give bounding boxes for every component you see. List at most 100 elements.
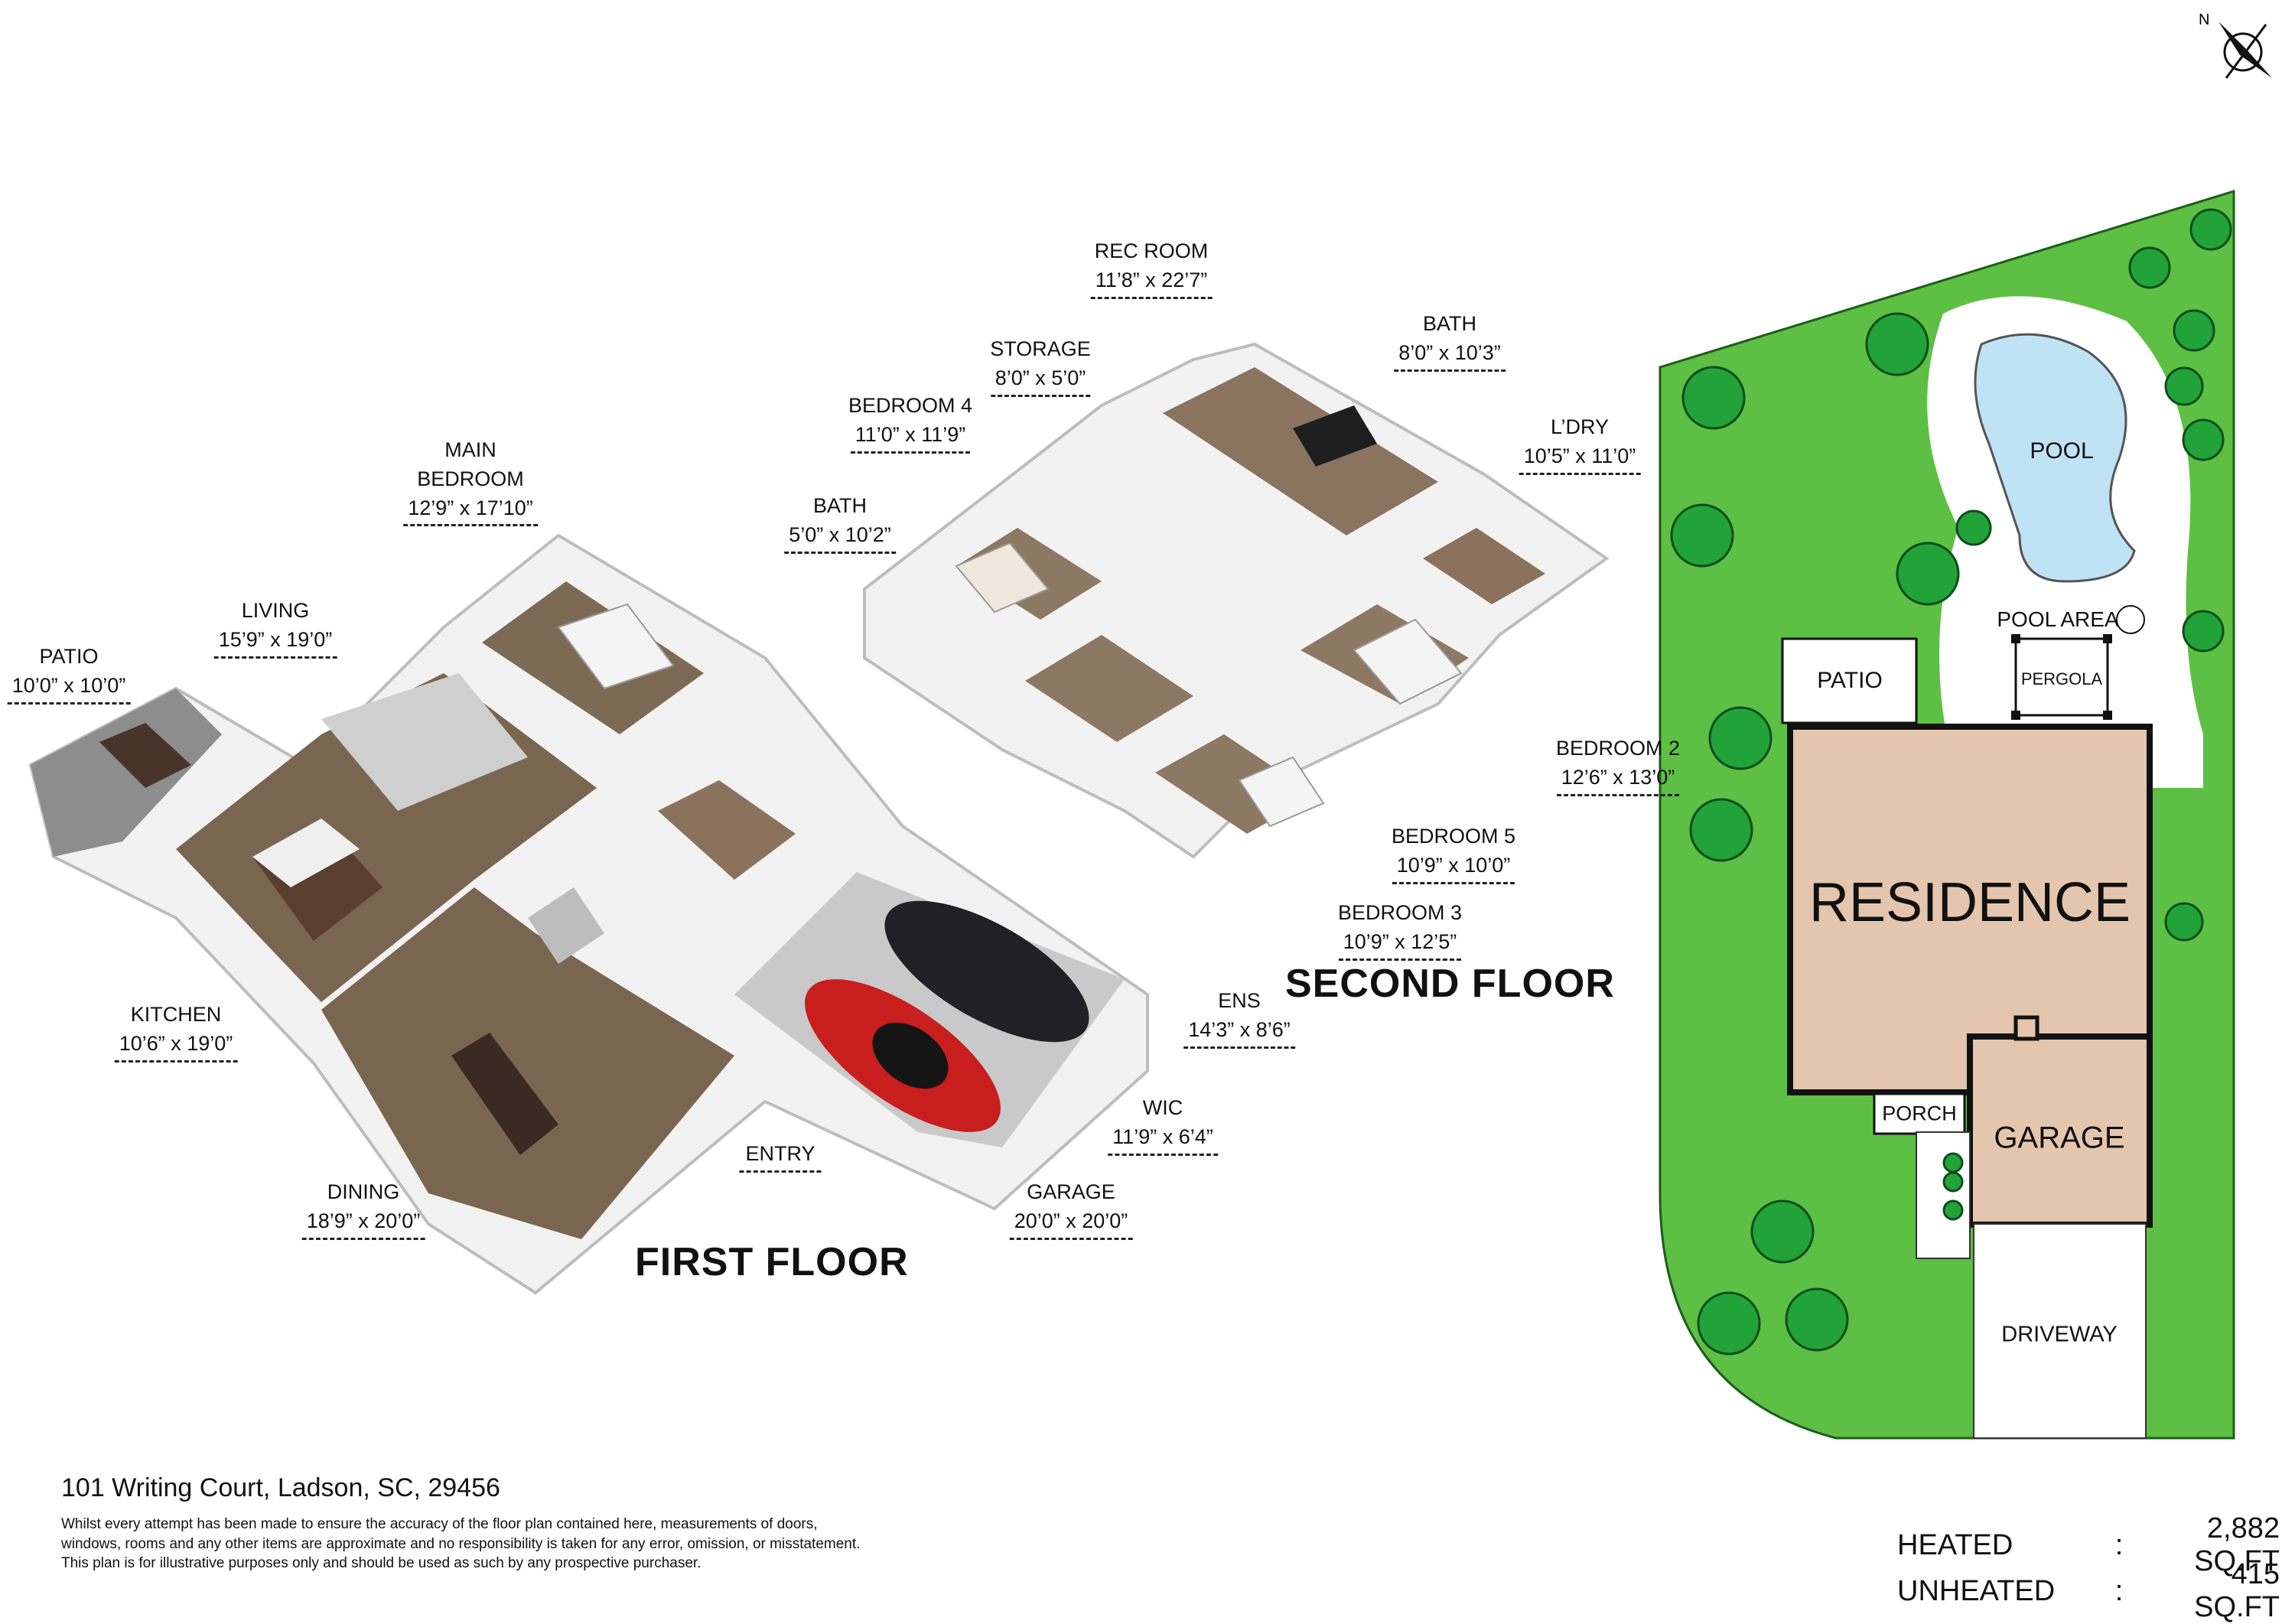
tree-icon [2182,610,2225,653]
room-dimensions: 11’0” x 11’9” [850,421,971,454]
area-summary: HEATED : 2,882 SQ.FT UNHEATED : 415 SQ.F… [1897,1512,2280,1623]
room-name: GARAGE [1027,1180,1115,1203]
dining-floor [321,887,734,1239]
living-sofa [321,673,528,811]
tree-icon [1896,542,1960,606]
room-name: ENTRY [739,1140,822,1173]
tree-icon [1697,1291,1761,1356]
room-dimensions: 11’9” x 6’4” [1108,1123,1218,1156]
area-row-unheated: UNHEATED : 415 SQ.FT [1897,1558,2280,1623]
site-pergola [2014,637,2109,717]
site-label: GARAGE [1994,1121,2125,1155]
room-name: BEDROOM 4 [848,394,973,417]
compass-north-label: N [2199,11,2209,28]
tree-icon [1750,1199,1815,1264]
room-name: KITCHEN [130,1003,222,1026]
garage-car-black [884,900,1089,1043]
room-dimensions: 8’0” x 10’3” [1394,339,1506,372]
room-label: BEDROOM 2 12’6” x 13’0” [1556,734,1680,796]
disclaimer-line: Whilst every attempt has been made to en… [61,1516,818,1532]
room-label: BEDROOM 3 10’9” x 12’5” [1338,899,1462,961]
pool [1974,333,2136,583]
room-dimensions: 12’6” x 13’0” [1556,763,1680,796]
site-pool-marker [2116,605,2145,634]
site-residence [1787,724,2153,1095]
disclaimer-line: windows, rooms and any other items are a… [61,1535,861,1552]
site-patio [1781,637,1918,724]
room-label: BATH 8’0” x 10’3” [1394,310,1506,372]
site-garage [1967,1033,2153,1228]
room-dimensions: 5’0” x 10’2” [784,521,896,554]
bedroom-5-floor [1025,635,1193,742]
area-row-heated: HEATED : 2,882 SQ.FT [1897,1512,2280,1577]
room-name: LIVING [241,599,310,622]
rec-room-sofa [1293,405,1377,467]
tree-icon [2164,366,2204,406]
room-name: BATH [1422,312,1477,335]
room-dimensions: 20’0” x 20’0” [1009,1207,1133,1240]
room-name: STORAGE [990,337,1091,360]
site-driveway [1973,1223,2147,1439]
site-porch [1873,1092,1966,1135]
compass-icon: N [2199,11,2272,79]
site-label: PATIO [1817,668,1883,693]
room-label: BEDROOM 4 11’0” x 11’9” [848,392,972,454]
tree-icon [1942,1199,1964,1221]
room-label: GARAGE 20’0” x 20’0” [1009,1178,1133,1240]
room-name: DINING [327,1180,400,1203]
area-label: UNHEATED [1897,1574,2056,1607]
room-label: KITCHEN 10’6” x 19’0” [114,1001,238,1063]
site-label: RESIDENCE [1808,872,2131,933]
room-dimensions: 15’9” x 19’0” [213,626,337,659]
tree-icon [1865,312,1929,376]
room-dimensions: 10’6” x 19’0” [114,1030,238,1063]
site-trees [1670,208,2232,1356]
site-label: PORCH [1882,1102,1957,1125]
tree-icon [1681,366,1746,430]
tree-icon [1942,1152,1964,1173]
disclaimer: Whilst every attempt has been made to en… [61,1515,1017,1574]
room-dimensions: 14’3” x 8’6” [1183,1016,1295,1049]
tree-icon [1942,1171,1964,1193]
room-dimensions: 10’9” x 10’0” [1392,851,1515,884]
room-name: BEDROOM 3 [1337,901,1463,924]
room-name: L’DRY [1550,415,1610,438]
room-label: REC ROOM 11’8” x 22’7” [1090,237,1213,299]
room-label: PATIO 10’0” x 10’0” [7,643,131,705]
room-name: REC ROOM [1094,239,1209,262]
site-label: POOL AREA [1997,607,2119,631]
room-name: MAIN BEDROOM [417,438,524,490]
tree-icon [1785,1287,1849,1352]
tree-icon [2173,309,2215,352]
tree-icon [1689,798,1753,862]
site-label: POOL [2030,438,2094,464]
disclaimer-line: This plan is for illustrative purposes o… [61,1555,702,1572]
ens-floor [658,780,796,880]
room-label: LIVING 15’9” x 19’0” [213,597,337,659]
property-address: 101 Writing Court, Ladson, SC, 29456 [61,1473,500,1502]
room-label: ENTRY [739,1140,822,1173]
site-label: DRIVEWAY [2001,1322,2118,1347]
room-name: BEDROOM 2 [1555,737,1681,760]
room-dimensions: 10’9” x 12’5” [1338,928,1462,961]
first-floor-title: FIRST FLOOR [635,1240,909,1284]
room-dimensions: 11’8” x 22’7” [1090,266,1213,299]
room-name: PATIO [39,645,99,668]
rec-room-floor [1163,367,1438,535]
main-bed [557,603,675,690]
area-label: HEATED [1897,1528,2013,1561]
site-walkway [1916,1131,1971,1259]
room-dimensions: 10’0” x 10’0” [7,672,131,705]
laundry-floor [1423,528,1545,604]
stairs [528,887,604,964]
area-separator: : [2114,1574,2124,1607]
